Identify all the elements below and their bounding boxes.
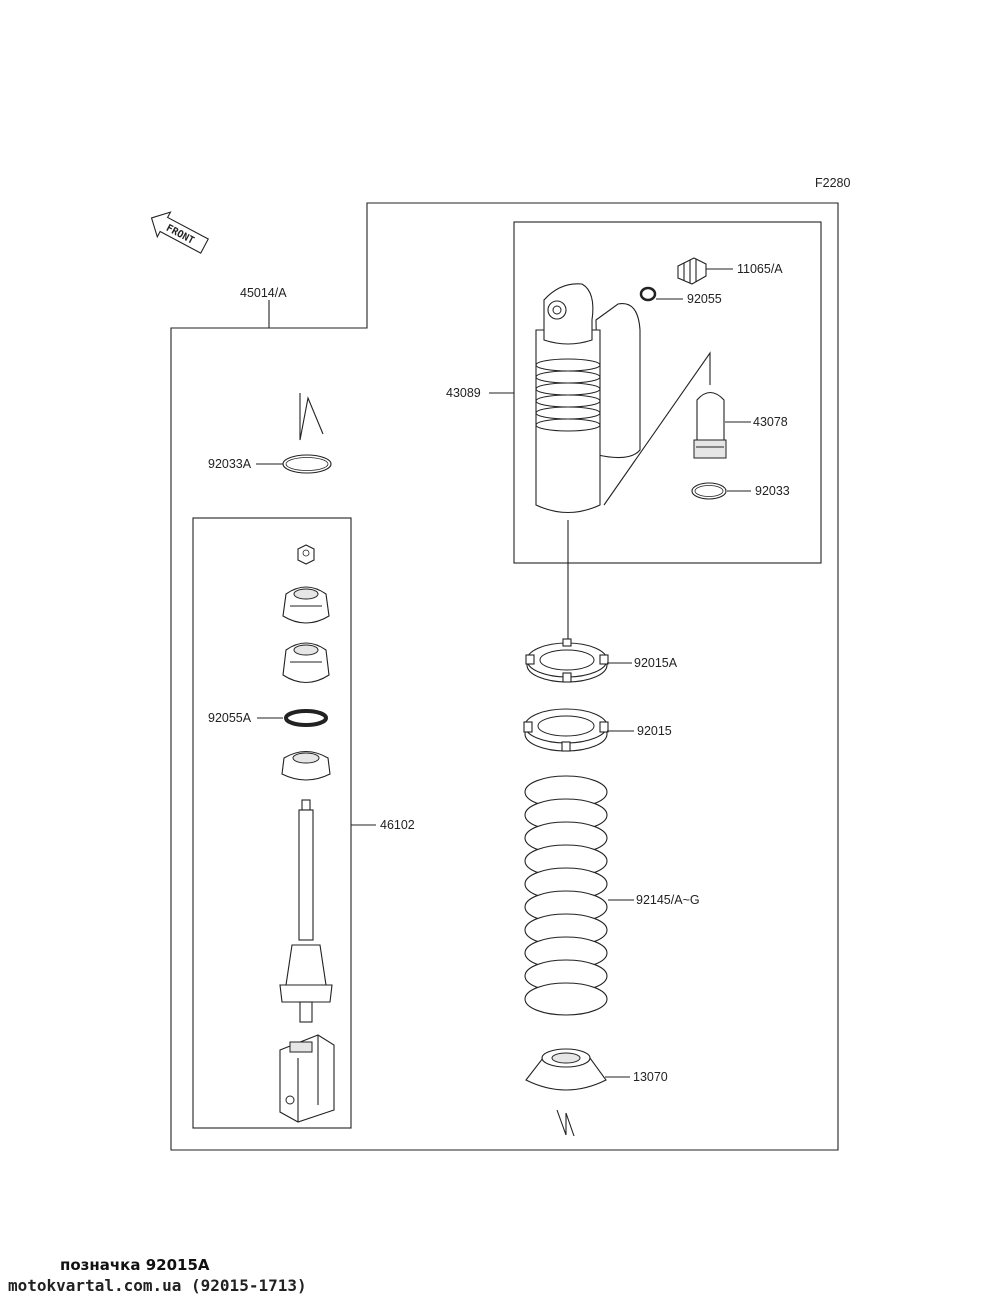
circlip-92033A [282,393,332,474]
nut-part [297,544,315,565]
circlip-92033 [691,482,727,500]
callout-92055: 92055 [687,292,722,306]
callout-46102: 46102 [380,818,415,832]
callout-92145: 92145/A~G [636,893,700,907]
lower-leader-line [556,1109,575,1137]
collar-part [281,750,331,781]
spring-seat-13070 [525,1048,607,1091]
valve-11065 [677,257,707,285]
lower-bushing-part [282,642,330,684]
callout-43078: 43078 [753,415,788,429]
callout-13070: 13070 [633,1070,668,1084]
piston-rod-part [279,799,333,1023]
callout-11065: 11065/A [737,262,783,276]
front-arrow-shape [150,211,209,254]
callout-92015: 92015 [637,724,672,738]
caption: позначка 92015A [60,1256,210,1274]
reservoir-leader-line [603,351,711,506]
figure-code: F2280 [815,176,850,190]
lock-nut-92015A [525,638,609,683]
front-direction-arrow: FRONT [150,211,209,254]
callout-92033: 92033 [755,484,790,498]
callout-92055A: 92055A [208,711,252,725]
shock-absorber-body-43089 [535,283,641,513]
bladder-43078 [693,391,727,459]
box-46102 [192,517,352,1129]
clevis-part [279,1034,335,1123]
o-ring-92055A [284,709,328,727]
upper-bushing-part [282,586,330,624]
watermark: motokvartal.com.ua (92015-1713) [8,1276,307,1295]
callout-43089: 43089 [446,386,481,400]
o-ring-92055 [639,286,657,302]
callout-45014: 45014/A [240,286,287,300]
callout-92033A: 92033A [208,457,252,471]
callout-92015A: 92015A [634,656,678,670]
assembly-frame-45014 [170,202,839,1151]
spring-92145 [524,775,608,1016]
adjusting-nut-92015 [523,708,609,752]
